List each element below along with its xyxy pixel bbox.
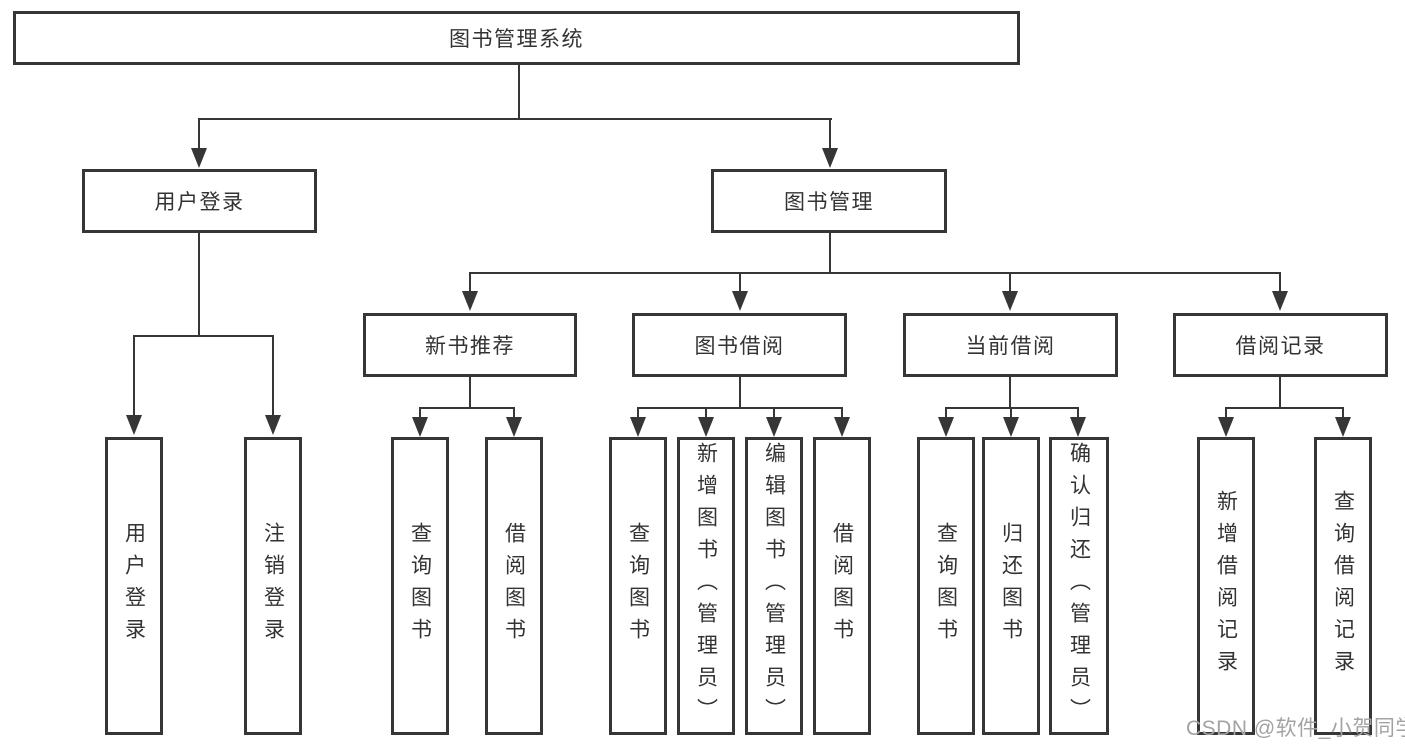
connector-cb-confirm-drop: [1077, 407, 1079, 419]
leaf-query-books-borrow: 查询图书: [609, 437, 667, 735]
connector-nb-query-drop: [419, 407, 421, 419]
connector-bb-query-drop: [637, 407, 639, 419]
connector-current-borrow-drop: [1009, 272, 1011, 292]
csdn-watermark: CSDN @软件_小贺同学: [1186, 717, 1405, 740]
connector-current-borrow-stem: [1009, 377, 1011, 409]
connector-book-borrow-bus: [637, 407, 843, 409]
leaf-logout: 注销登录: [244, 437, 302, 735]
arrowhead-cb-query-icon: [938, 417, 954, 437]
arrowhead-cb-return-icon: [1003, 417, 1019, 437]
node-current-borrow: 当前借阅: [903, 313, 1118, 377]
arrowhead-cb-confirm-icon: [1070, 417, 1086, 437]
node-root-system: 图书管理系统: [13, 11, 1020, 65]
node-new-book-recommend: 新书推荐: [363, 313, 577, 377]
leaf-return-book: 归还图书: [982, 437, 1040, 735]
connector-cb-return-drop: [1010, 407, 1012, 419]
connector-level3-bus: [469, 272, 1281, 274]
connector-borrow-records-bus: [1225, 407, 1344, 409]
connector-user-login-stem: [198, 233, 200, 337]
connector-leaf-login-drop: [133, 335, 135, 417]
arrowhead-bb-edit-icon: [766, 417, 782, 437]
connector-new-book-bus: [419, 407, 515, 409]
arrowhead-nb-query-icon: [412, 417, 428, 437]
connector-current-borrow-bus: [945, 407, 1079, 409]
connector-book-mgmt-drop: [829, 118, 831, 150]
connector-book-borrow-stem: [739, 377, 741, 409]
arrowhead-new-book-icon: [462, 291, 478, 311]
leaf-user-login: 用户登录: [105, 437, 163, 735]
connector-new-book-drop: [469, 272, 471, 292]
arrowhead-book-borrow-icon: [732, 291, 748, 311]
connector-br-add-drop: [1225, 407, 1227, 419]
arrowhead-br-query-icon: [1335, 417, 1351, 437]
connector-bb-add-drop: [705, 407, 707, 419]
arrowhead-current-borrow-icon: [1002, 291, 1018, 311]
connector-borrow-records-stem: [1279, 377, 1281, 409]
arrowhead-bb-query-icon: [630, 417, 646, 437]
connector-bb-borrow-drop: [841, 407, 843, 419]
connector-level1-bus: [198, 118, 832, 120]
arrowhead-bb-borrow-icon: [834, 417, 850, 437]
arrowhead-book-mgmt-icon: [822, 148, 838, 168]
arrowhead-bb-add-icon: [698, 417, 714, 437]
connector-book-borrow-drop: [739, 272, 741, 292]
connector-leaf-logout-drop: [272, 335, 274, 417]
arrowhead-br-add-icon: [1218, 417, 1234, 437]
connector-cb-query-drop: [945, 407, 947, 419]
leaf-query-books-recommend: 查询图书: [391, 437, 449, 735]
arrowhead-leaf-logout-icon: [265, 415, 281, 435]
leaf-query-books-current: 查询图书: [917, 437, 975, 735]
connector-user-login-drop: [198, 118, 200, 150]
leaf-query-borrow-record: 查询借阅记录: [1314, 437, 1372, 735]
node-borrow-records: 借阅记录: [1173, 313, 1388, 377]
arrowhead-borrow-records-icon: [1272, 291, 1288, 311]
node-book-management: 图书管理: [711, 169, 947, 233]
node-user-login: 用户登录: [82, 169, 317, 233]
leaf-edit-book-admin: 编辑图书（管理员）: [745, 437, 803, 735]
connector-root-stem: [518, 65, 520, 119]
arrowhead-user-login-icon: [191, 148, 207, 168]
leaf-add-book-admin: 新增图书（管理员）: [677, 437, 735, 735]
node-book-borrow: 图书借阅: [632, 313, 847, 377]
connector-book-mgmt-stem: [829, 233, 831, 274]
connector-user-login-bus: [133, 335, 274, 337]
connector-new-book-stem: [469, 377, 471, 409]
leaf-add-borrow-record: 新增借阅记录: [1197, 437, 1255, 735]
connector-borrow-records-drop: [1279, 272, 1281, 292]
arrowhead-leaf-login-icon: [126, 415, 142, 435]
connector-br-query-drop: [1342, 407, 1344, 419]
leaf-borrow-books: 借阅图书: [813, 437, 871, 735]
leaf-confirm-return-admin: 确认归还（管理员）: [1049, 437, 1109, 735]
connector-bb-edit-drop: [773, 407, 775, 419]
arrowhead-nb-borrow-icon: [506, 417, 522, 437]
connector-nb-borrow-drop: [513, 407, 515, 419]
leaf-borrow-books-recommend: 借阅图书: [485, 437, 543, 735]
